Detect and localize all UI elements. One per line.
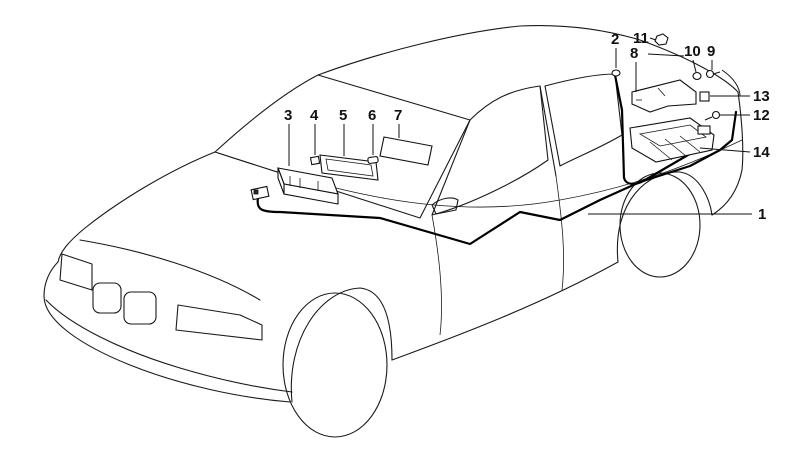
roof-outline [214,24,739,153]
part-10-washer [692,71,702,81]
leader-9-curve [721,69,741,97]
right-headlight [175,304,263,341]
rear-quarter [711,91,744,216]
car-body [43,24,744,438]
wiring-harness [256,110,738,246]
callout-7: 7 [394,107,402,124]
front-face [43,261,291,403]
callout-3: 3 [284,107,292,124]
part-14-tray [629,117,715,163]
callout-5: 5 [339,107,347,124]
part-12-bolt [704,110,721,121]
left-grille-kidney [92,282,122,314]
part-8-bracket [631,79,697,113]
leader-lines [288,37,752,215]
callout-14: 14 [753,144,770,161]
antenna-cable [613,73,702,185]
dash-connector [250,185,270,201]
part-11-nut [654,33,669,46]
hood-crease [79,239,261,301]
callout-1: 1 [758,206,766,223]
part-2-grommet [611,69,621,77]
front-wheel [282,292,388,438]
rear-wheel [619,172,701,278]
callout-9: 9 [707,43,715,60]
door-line-1 [431,214,442,336]
hood-outline [57,151,216,263]
side-mirror [431,197,459,215]
part-7-cover-plate [379,136,433,166]
front-bumper [45,299,293,393]
callout-4: 4 [310,107,319,124]
leader-8-top [647,53,685,57]
rear-side-window [544,73,623,167]
leader-14 [699,147,751,153]
callout-11: 11 [633,30,649,47]
callout-10: 10 [684,43,701,60]
callout-8: 8 [630,45,638,62]
callout-2: 2 [611,31,619,48]
left-headlight [59,253,93,291]
callout-13: 13 [753,88,770,105]
part-5-bezel [319,154,379,181]
front-wheel-arch [290,287,393,403]
leader-11 [649,37,657,41]
front-side-window [431,85,549,216]
right-grille-kidney [123,291,157,325]
side-sill [391,261,619,361]
b-pillar [539,85,557,177]
part-13-clip [699,91,710,102]
leader-10 [692,59,697,73]
part-9-screw [705,69,721,79]
part-4-clip [309,155,321,166]
callout-labels: 1 2 3 4 5 6 7 8 9 10 11 12 13 14 [284,30,770,223]
part-3-radio-mount [277,167,339,205]
callout-6: 6 [368,107,376,124]
callout-12: 12 [753,107,770,124]
part-6-pad [367,156,379,164]
door-line-2 [555,175,565,291]
